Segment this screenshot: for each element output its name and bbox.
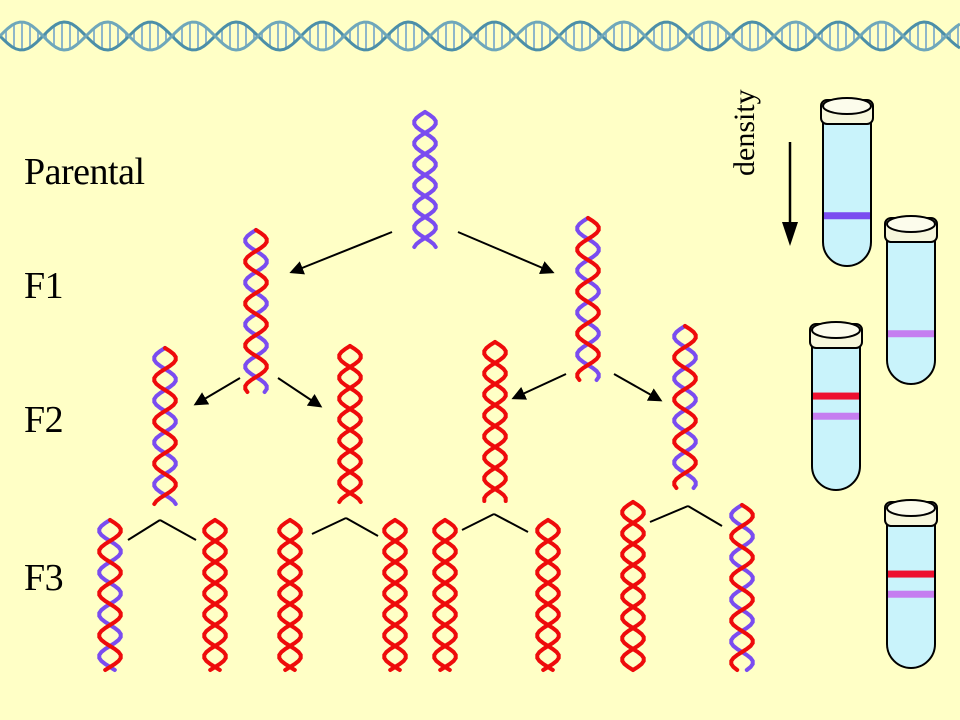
lineage-arrow: [277, 377, 323, 408]
strand-template: [277, 518, 303, 672]
f1-molecule: [243, 228, 269, 394]
strand-new: [152, 346, 178, 506]
strand-new: [337, 344, 363, 504]
strand-template: [412, 110, 438, 249]
light-band: [813, 392, 859, 400]
strand-template: [243, 228, 269, 394]
parental-label: Parental: [24, 151, 145, 193]
f3-molecule: [277, 518, 303, 672]
tube-cap-top: [886, 499, 936, 517]
strand-new: [575, 216, 601, 382]
strand-template: [482, 340, 508, 503]
heavy-band: [824, 212, 870, 220]
density-label: density: [728, 89, 761, 176]
branch-line: [159, 519, 197, 541]
f2-molecule: [337, 344, 363, 504]
strand-template: [152, 346, 178, 506]
hybrid-band: [888, 590, 934, 598]
strand-template: [202, 518, 228, 672]
strand-template: [575, 216, 601, 382]
hybrid-band: [888, 330, 934, 338]
centrifuge-tube-icon: [820, 97, 874, 267]
strand-new: [412, 110, 438, 249]
tube-body: [822, 111, 872, 267]
banner-strand: [0, 20, 960, 52]
centrifuge-tube-icon: [809, 321, 863, 491]
density-arrow-icon: [782, 142, 798, 246]
strand-template: [620, 500, 646, 672]
branch-line: [493, 513, 529, 533]
banner-strand: [0, 20, 960, 52]
strand-template: [535, 518, 561, 672]
centrifuge-tube-icon: [884, 215, 938, 385]
centrifuge-tube-icon: [884, 499, 938, 669]
tube-cap-top: [886, 215, 936, 233]
f3-molecule: [97, 518, 123, 672]
hybrid-band: [813, 412, 859, 420]
tube-body: [886, 229, 936, 385]
f2-label: F2: [24, 399, 64, 441]
light-band: [888, 570, 934, 578]
dna-molecules: [97, 110, 755, 672]
lineage-arrows: [127, 231, 723, 541]
f2-molecule: [482, 340, 508, 503]
strand-new: [729, 503, 755, 672]
centrifuge-tubes: [809, 97, 938, 669]
f1-molecule: [575, 216, 601, 382]
branch-line: [687, 505, 723, 527]
branch-line: [649, 505, 689, 523]
strand-template: [382, 518, 408, 672]
tube-cap-top: [811, 321, 861, 339]
branch-line: [127, 519, 161, 541]
strand-template: [337, 344, 363, 504]
branch-line: [461, 513, 495, 531]
f2-molecule: [152, 346, 178, 506]
lineage-arrow: [613, 373, 663, 402]
strand-new: [482, 340, 508, 503]
f2-molecule: [672, 324, 698, 490]
f3-molecule: [432, 518, 458, 672]
f3-label: F3: [24, 557, 64, 599]
f1-label: F1: [24, 265, 64, 307]
strand-new: [672, 324, 698, 490]
strand-template: [672, 324, 698, 490]
f3-molecule: [620, 500, 646, 672]
dna-helix-banner: [0, 20, 960, 52]
f3-molecule: [729, 503, 755, 672]
lineage-arrow: [289, 231, 393, 275]
strand-new: [243, 228, 269, 394]
tube-cap-top: [822, 97, 872, 115]
lineage-arrow: [193, 377, 241, 406]
branch-line: [345, 517, 379, 537]
f3-molecule: [202, 518, 228, 672]
strand-template: [97, 518, 123, 672]
lineage-arrow: [457, 231, 555, 275]
strand-template: [432, 518, 458, 672]
f3-molecule: [535, 518, 561, 672]
parental-molecule: [412, 110, 438, 249]
lineage-arrow: [511, 373, 567, 400]
f3-molecule: [382, 518, 408, 672]
branch-line: [311, 517, 347, 535]
strand-template: [729, 503, 755, 672]
